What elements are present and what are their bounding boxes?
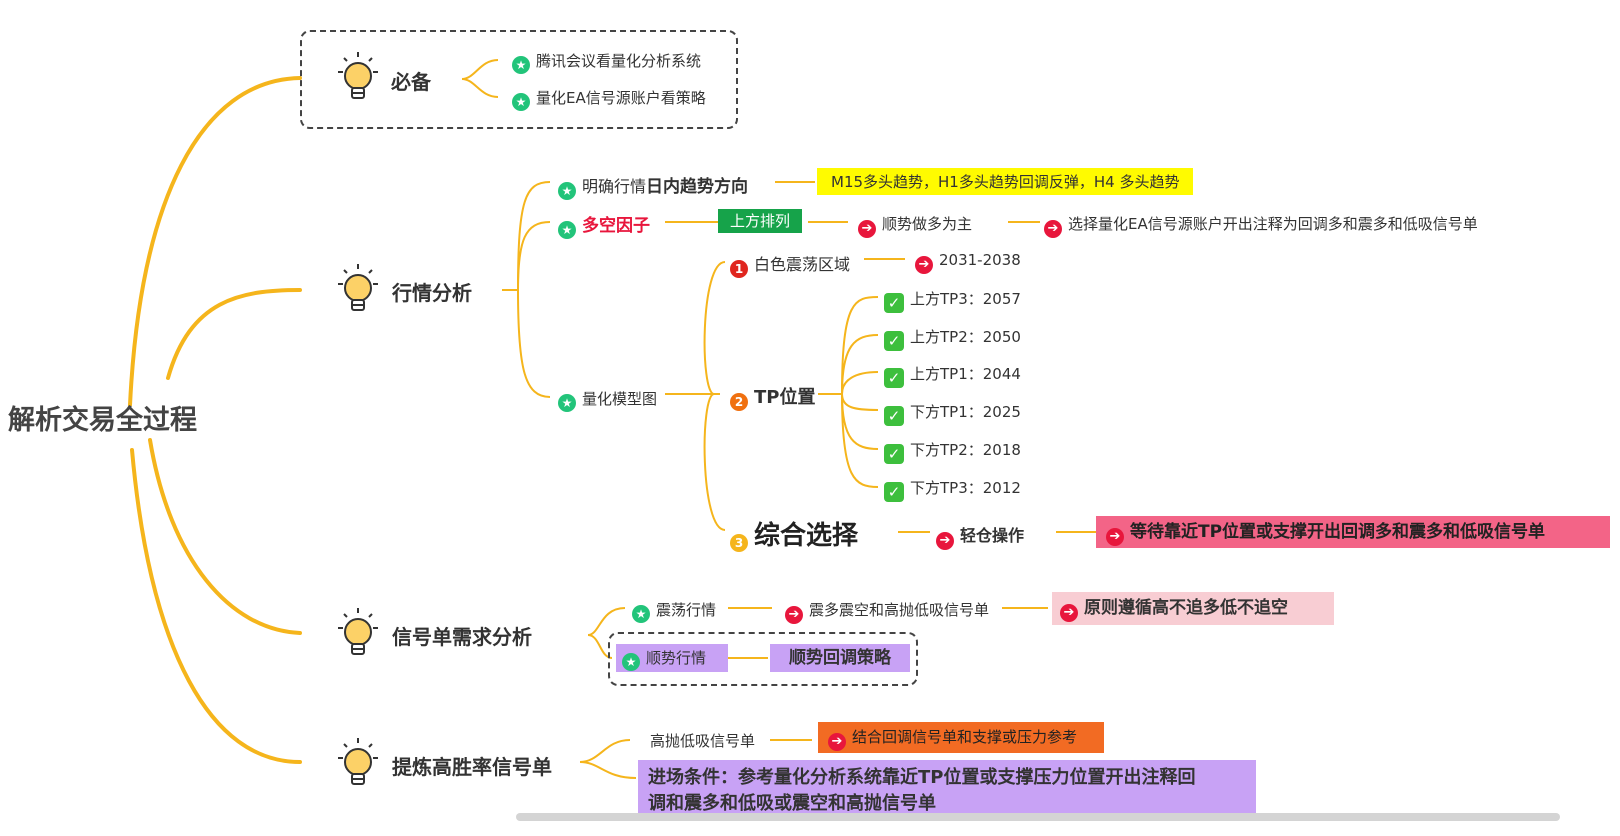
tp-item-1[interactable]: ✓上方TP3：2057 — [884, 288, 1021, 313]
root-topic[interactable]: 解析交易全过程 — [8, 405, 197, 436]
arrow-right-icon: ➔ — [1044, 220, 1062, 238]
trend-market-frame — [608, 632, 918, 686]
bibei-frame — [300, 30, 738, 129]
entry-condition-line-1: 进场条件：参考量化分析系统靠近TP位置或支撑压力位置开出注释回 — [648, 767, 1196, 788]
choice-step-2-box[interactable]: ➔等待靠近TP位置或支撑开出回调多和震多和低吸信号单 — [1096, 516, 1610, 548]
bibei-item-1[interactable]: ★腾讯会议看量化分析系统 — [512, 50, 701, 74]
branch-xinhao-label[interactable]: 信号单需求分析 — [392, 625, 532, 649]
star-badge-icon: ★ — [632, 605, 650, 623]
tilian-item-1[interactable]: 高抛低吸信号单 — [650, 732, 756, 750]
range-step-1[interactable]: ➔震多震空和高抛低吸信号单 — [785, 599, 989, 624]
factor-node[interactable]: ★多空因子 — [558, 211, 650, 239]
star-badge-icon: ★ — [512, 56, 530, 74]
checkmark-icon: ✓ — [884, 406, 904, 426]
factor-step-1[interactable]: ➔顺势做多为主 — [858, 213, 972, 238]
checkmark-icon: ✓ — [884, 331, 904, 351]
number-2-icon: 2 — [730, 393, 748, 411]
checkmark-icon: ✓ — [884, 482, 904, 502]
entry-condition-line-2: 调和震多和低吸或震空和高抛信号单 — [648, 793, 936, 814]
trend-market-node[interactable]: ★顺势行情 — [616, 644, 728, 672]
star-badge-icon: ★ — [558, 221, 576, 239]
checkmark-icon: ✓ — [884, 368, 904, 388]
lightbulb-icon — [338, 264, 378, 311]
number-1-icon: 1 — [730, 260, 748, 278]
arrow-right-icon: ➔ — [1106, 528, 1124, 546]
star-badge-icon: ★ — [558, 394, 576, 412]
checkmark-icon: ✓ — [884, 293, 904, 313]
star-badge-icon: ★ — [512, 93, 530, 111]
arrow-right-icon: ➔ — [828, 733, 846, 751]
factor-tag-box[interactable]: 上方排列 — [718, 209, 802, 233]
tilian-item-1-step-box[interactable]: ➔结合回调信号单和支撑或压力参考 — [818, 722, 1104, 753]
trend-direction-node[interactable]: ★明确行情日内趋势方向 — [558, 172, 748, 200]
range-step-2-box[interactable]: ➔原则遵循高不追多低不追空 — [1052, 592, 1334, 625]
factor-step-2[interactable]: ➔选择量化EA信号源账户开出注释为回调多和震多和低吸信号单 — [1044, 213, 1478, 238]
arrow-right-icon: ➔ — [858, 220, 876, 238]
range-market-node[interactable]: ★震荡行情 — [632, 599, 716, 623]
tp-item-2[interactable]: ✓上方TP2：2050 — [884, 326, 1021, 351]
branch-hangqing-label[interactable]: 行情分析 — [392, 281, 472, 305]
star-badge-icon: ★ — [622, 653, 640, 671]
checkmark-icon: ✓ — [884, 444, 904, 464]
lightbulb-icon — [338, 52, 378, 99]
entry-condition-box[interactable]: 进场条件：参考量化分析系统靠近TP位置或支撑压力位置开出注释回 调和震多和低吸或… — [638, 760, 1256, 820]
zone-value[interactable]: ➔2031-2038 — [915, 251, 1021, 274]
lightbulb-icon — [338, 608, 378, 655]
arrow-right-icon: ➔ — [785, 606, 803, 624]
bibei-item-2[interactable]: ★量化EA信号源账户看策略 — [512, 87, 706, 111]
tp-item-4[interactable]: ✓下方TP1：2025 — [884, 401, 1021, 426]
model-node[interactable]: ★量化模型图 — [558, 388, 657, 412]
tp-item-6[interactable]: ✓下方TP3：2012 — [884, 477, 1021, 502]
branch-bibei-label[interactable]: 必备 — [391, 70, 431, 94]
choice-step-1[interactable]: ➔轻仓操作 — [936, 522, 1024, 550]
arrow-right-icon: ➔ — [1060, 604, 1078, 622]
horizontal-scrollbar[interactable] — [516, 813, 1560, 821]
star-badge-icon: ★ — [558, 182, 576, 200]
branch-tilian-label[interactable]: 提炼高胜率信号单 — [392, 755, 552, 779]
arrow-right-icon: ➔ — [936, 532, 954, 550]
arrow-right-icon: ➔ — [915, 256, 933, 274]
trend-strategy-box[interactable]: 顺势回调策略 — [770, 644, 910, 672]
lightbulb-icon — [338, 738, 378, 785]
number-3-icon: 3 — [730, 534, 748, 552]
tp-item-5[interactable]: ✓下方TP2：2018 — [884, 439, 1021, 464]
tp-item-3[interactable]: ✓上方TP1：2044 — [884, 363, 1021, 388]
trend-value-box[interactable]: M15多头趋势，H1多头趋势回调反弹，H4 多头趋势 — [817, 168, 1194, 195]
